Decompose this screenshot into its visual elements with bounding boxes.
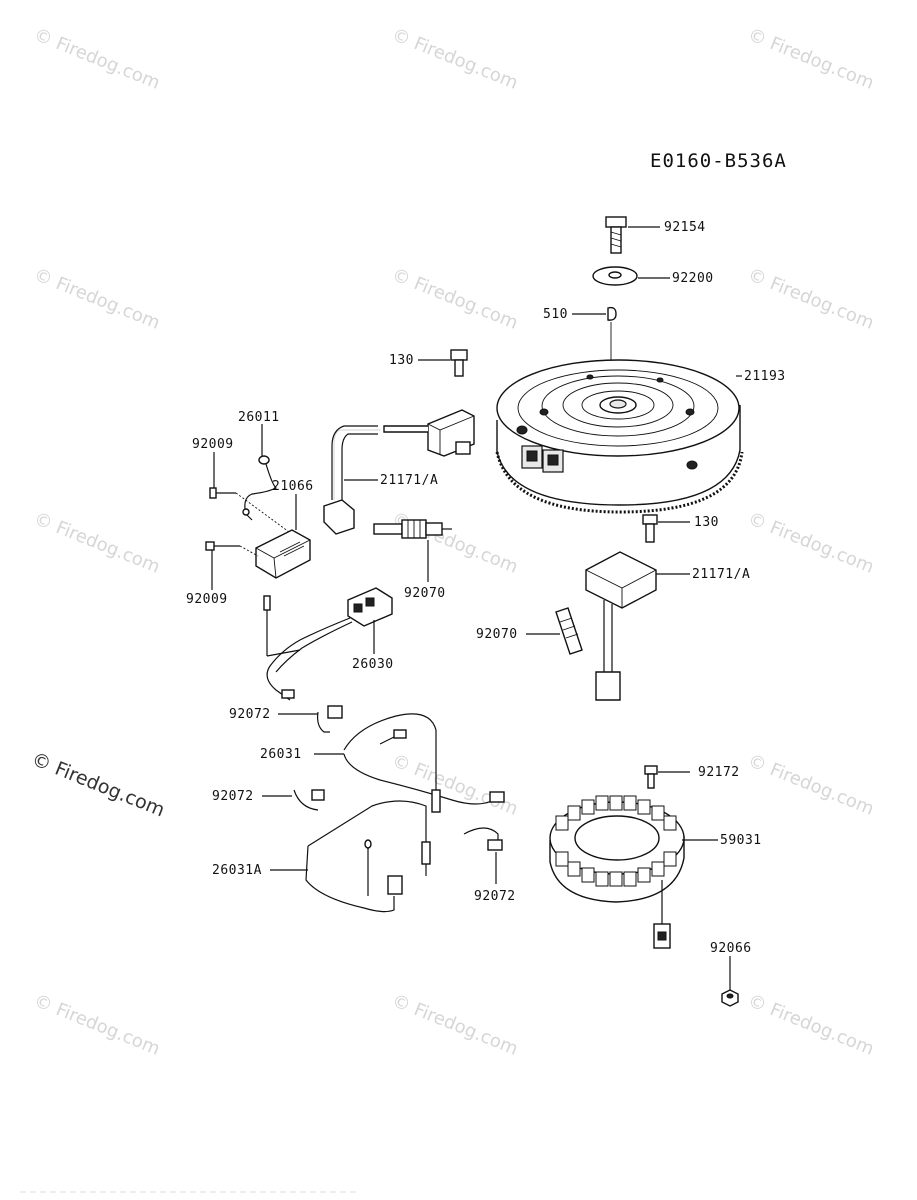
nut-icon bbox=[721, 989, 739, 1007]
ignition-coil-icon bbox=[585, 551, 657, 701]
wire-harness-icon bbox=[305, 800, 431, 913]
part-label-59031: 59031 bbox=[720, 833, 762, 848]
part-label-92009: 92009 bbox=[186, 592, 228, 607]
part-label-92172: 92172 bbox=[698, 765, 740, 780]
part-label-92070: 92070 bbox=[476, 627, 518, 642]
part-label-130: 130 bbox=[694, 515, 719, 530]
screw-icon bbox=[209, 487, 301, 541]
screw-icon bbox=[644, 765, 658, 789]
connector-icon bbox=[317, 705, 343, 733]
part-label-92200: 92200 bbox=[672, 271, 714, 286]
wire-harness-icon bbox=[343, 713, 505, 813]
part-label-21193: 21193 bbox=[744, 369, 786, 384]
bolt-icon bbox=[450, 349, 468, 377]
wire-harness-icon bbox=[263, 587, 393, 701]
ground-wire-icon bbox=[242, 455, 278, 521]
connector-icon bbox=[293, 789, 325, 811]
part-label-92072: 92072 bbox=[474, 889, 516, 904]
washer-icon bbox=[592, 266, 638, 286]
part-label-92154: 92154 bbox=[664, 220, 706, 235]
part-label-92070: 92070 bbox=[404, 586, 446, 601]
connector-icon bbox=[463, 827, 503, 851]
part-label-26031a: 26031A bbox=[212, 863, 262, 878]
flywheel-icon bbox=[495, 359, 744, 514]
part-label-92066: 92066 bbox=[710, 941, 752, 956]
diagram-code: E0160-B536A bbox=[650, 150, 787, 172]
part-label-510: 510 bbox=[543, 307, 568, 322]
part-label-92072: 92072 bbox=[212, 789, 254, 804]
stator-icon bbox=[549, 795, 685, 949]
ignition-module-icon bbox=[255, 529, 311, 579]
part-label-26031: 26031 bbox=[260, 747, 302, 762]
part-label-21066: 21066 bbox=[272, 479, 314, 494]
part-label-92009: 92009 bbox=[192, 437, 234, 452]
bolt-icon bbox=[642, 514, 658, 543]
flywheel-bolt-icon bbox=[605, 216, 627, 254]
part-label-92072: 92072 bbox=[229, 707, 271, 722]
key-icon bbox=[607, 306, 617, 321]
part-label-21171a: 21171/A bbox=[692, 567, 751, 582]
part-label-130: 130 bbox=[389, 353, 414, 368]
spark-plug-icon bbox=[373, 519, 452, 539]
part-label-26011: 26011 bbox=[238, 410, 280, 425]
part-label-26030: 26030 bbox=[352, 657, 394, 672]
spark-plug-icon bbox=[555, 607, 583, 655]
ignition-coil-icon bbox=[323, 409, 475, 535]
part-label-21171a: 21171/A bbox=[380, 473, 439, 488]
screw-icon bbox=[205, 541, 259, 557]
